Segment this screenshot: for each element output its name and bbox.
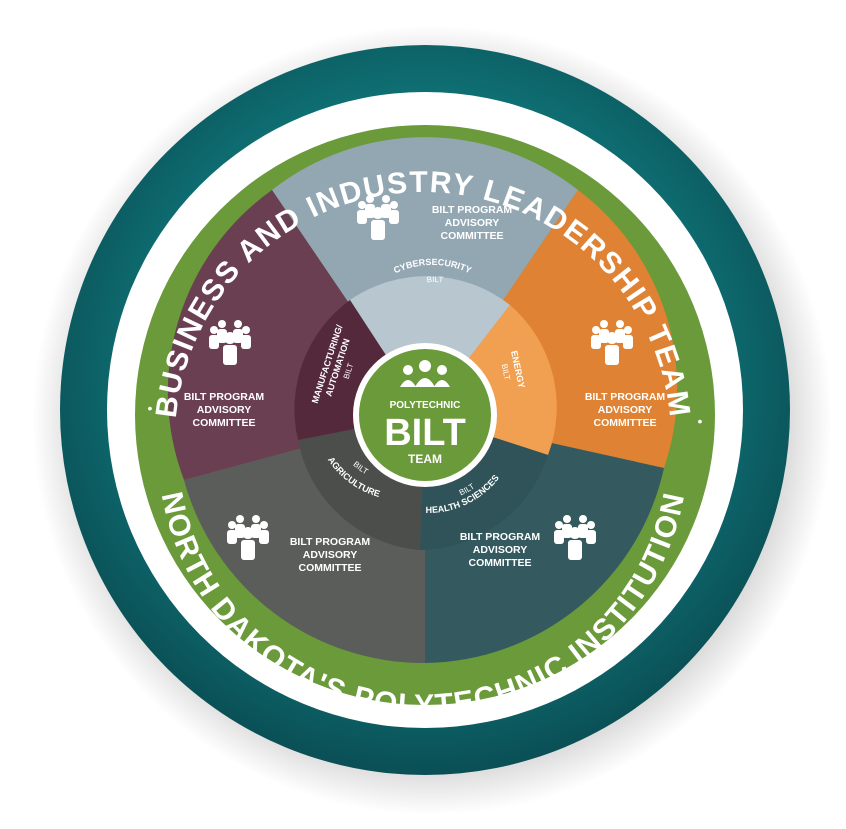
center-line1: POLYTECHNIC	[390, 400, 461, 411]
center-line2: BILT	[384, 412, 466, 454]
program-cybersecurity-sub: BILT	[426, 275, 443, 284]
center-circle	[359, 349, 491, 481]
committee-energy-line2: ADVISORY	[598, 404, 652, 416]
committee-cybersecurity-line1: BILT PROGRAM	[432, 204, 513, 216]
committee-energy-line3: COMMITTEE	[594, 417, 657, 429]
committee-agriculture-line3: COMMITTEE	[299, 562, 362, 574]
ring-separator-left: •	[148, 400, 153, 416]
committee-energy-icon	[591, 320, 633, 365]
committee-cybersecurity-line3: COMMITTEE	[441, 230, 504, 242]
committee-cybersecurity-line2: ADVISORY	[445, 217, 499, 229]
center-line3: TEAM	[408, 452, 442, 466]
center-people-icon	[400, 360, 450, 387]
committee-health-sciences-icon	[554, 515, 596, 560]
committee-agriculture-line2: ADVISORY	[303, 549, 357, 561]
ring-separator-right: •	[698, 413, 703, 429]
committee-energy-line1: BILT PROGRAM	[585, 391, 666, 403]
committee-agriculture-icon	[227, 515, 269, 560]
program-energy-sub: BILT	[500, 363, 512, 381]
committee-cybersecurity-icon	[357, 195, 399, 240]
committee-manufacturing-line3: COMMITTEE	[193, 417, 256, 429]
committee-manufacturing-line2: ADVISORY	[197, 404, 251, 416]
committee-manufacturing-line1: BILT PROGRAM	[184, 391, 265, 403]
sector-cybersecurity	[272, 137, 578, 415]
committee-manufacturing-icon	[209, 320, 251, 365]
committee-agriculture-line1: BILT PROGRAM	[290, 536, 371, 548]
committee-health-sciences-line3: COMMITTEE	[469, 557, 532, 569]
committee-health-sciences-line1: BILT PROGRAM	[460, 531, 541, 543]
committee-health-sciences-line2: ADVISORY	[473, 544, 527, 556]
